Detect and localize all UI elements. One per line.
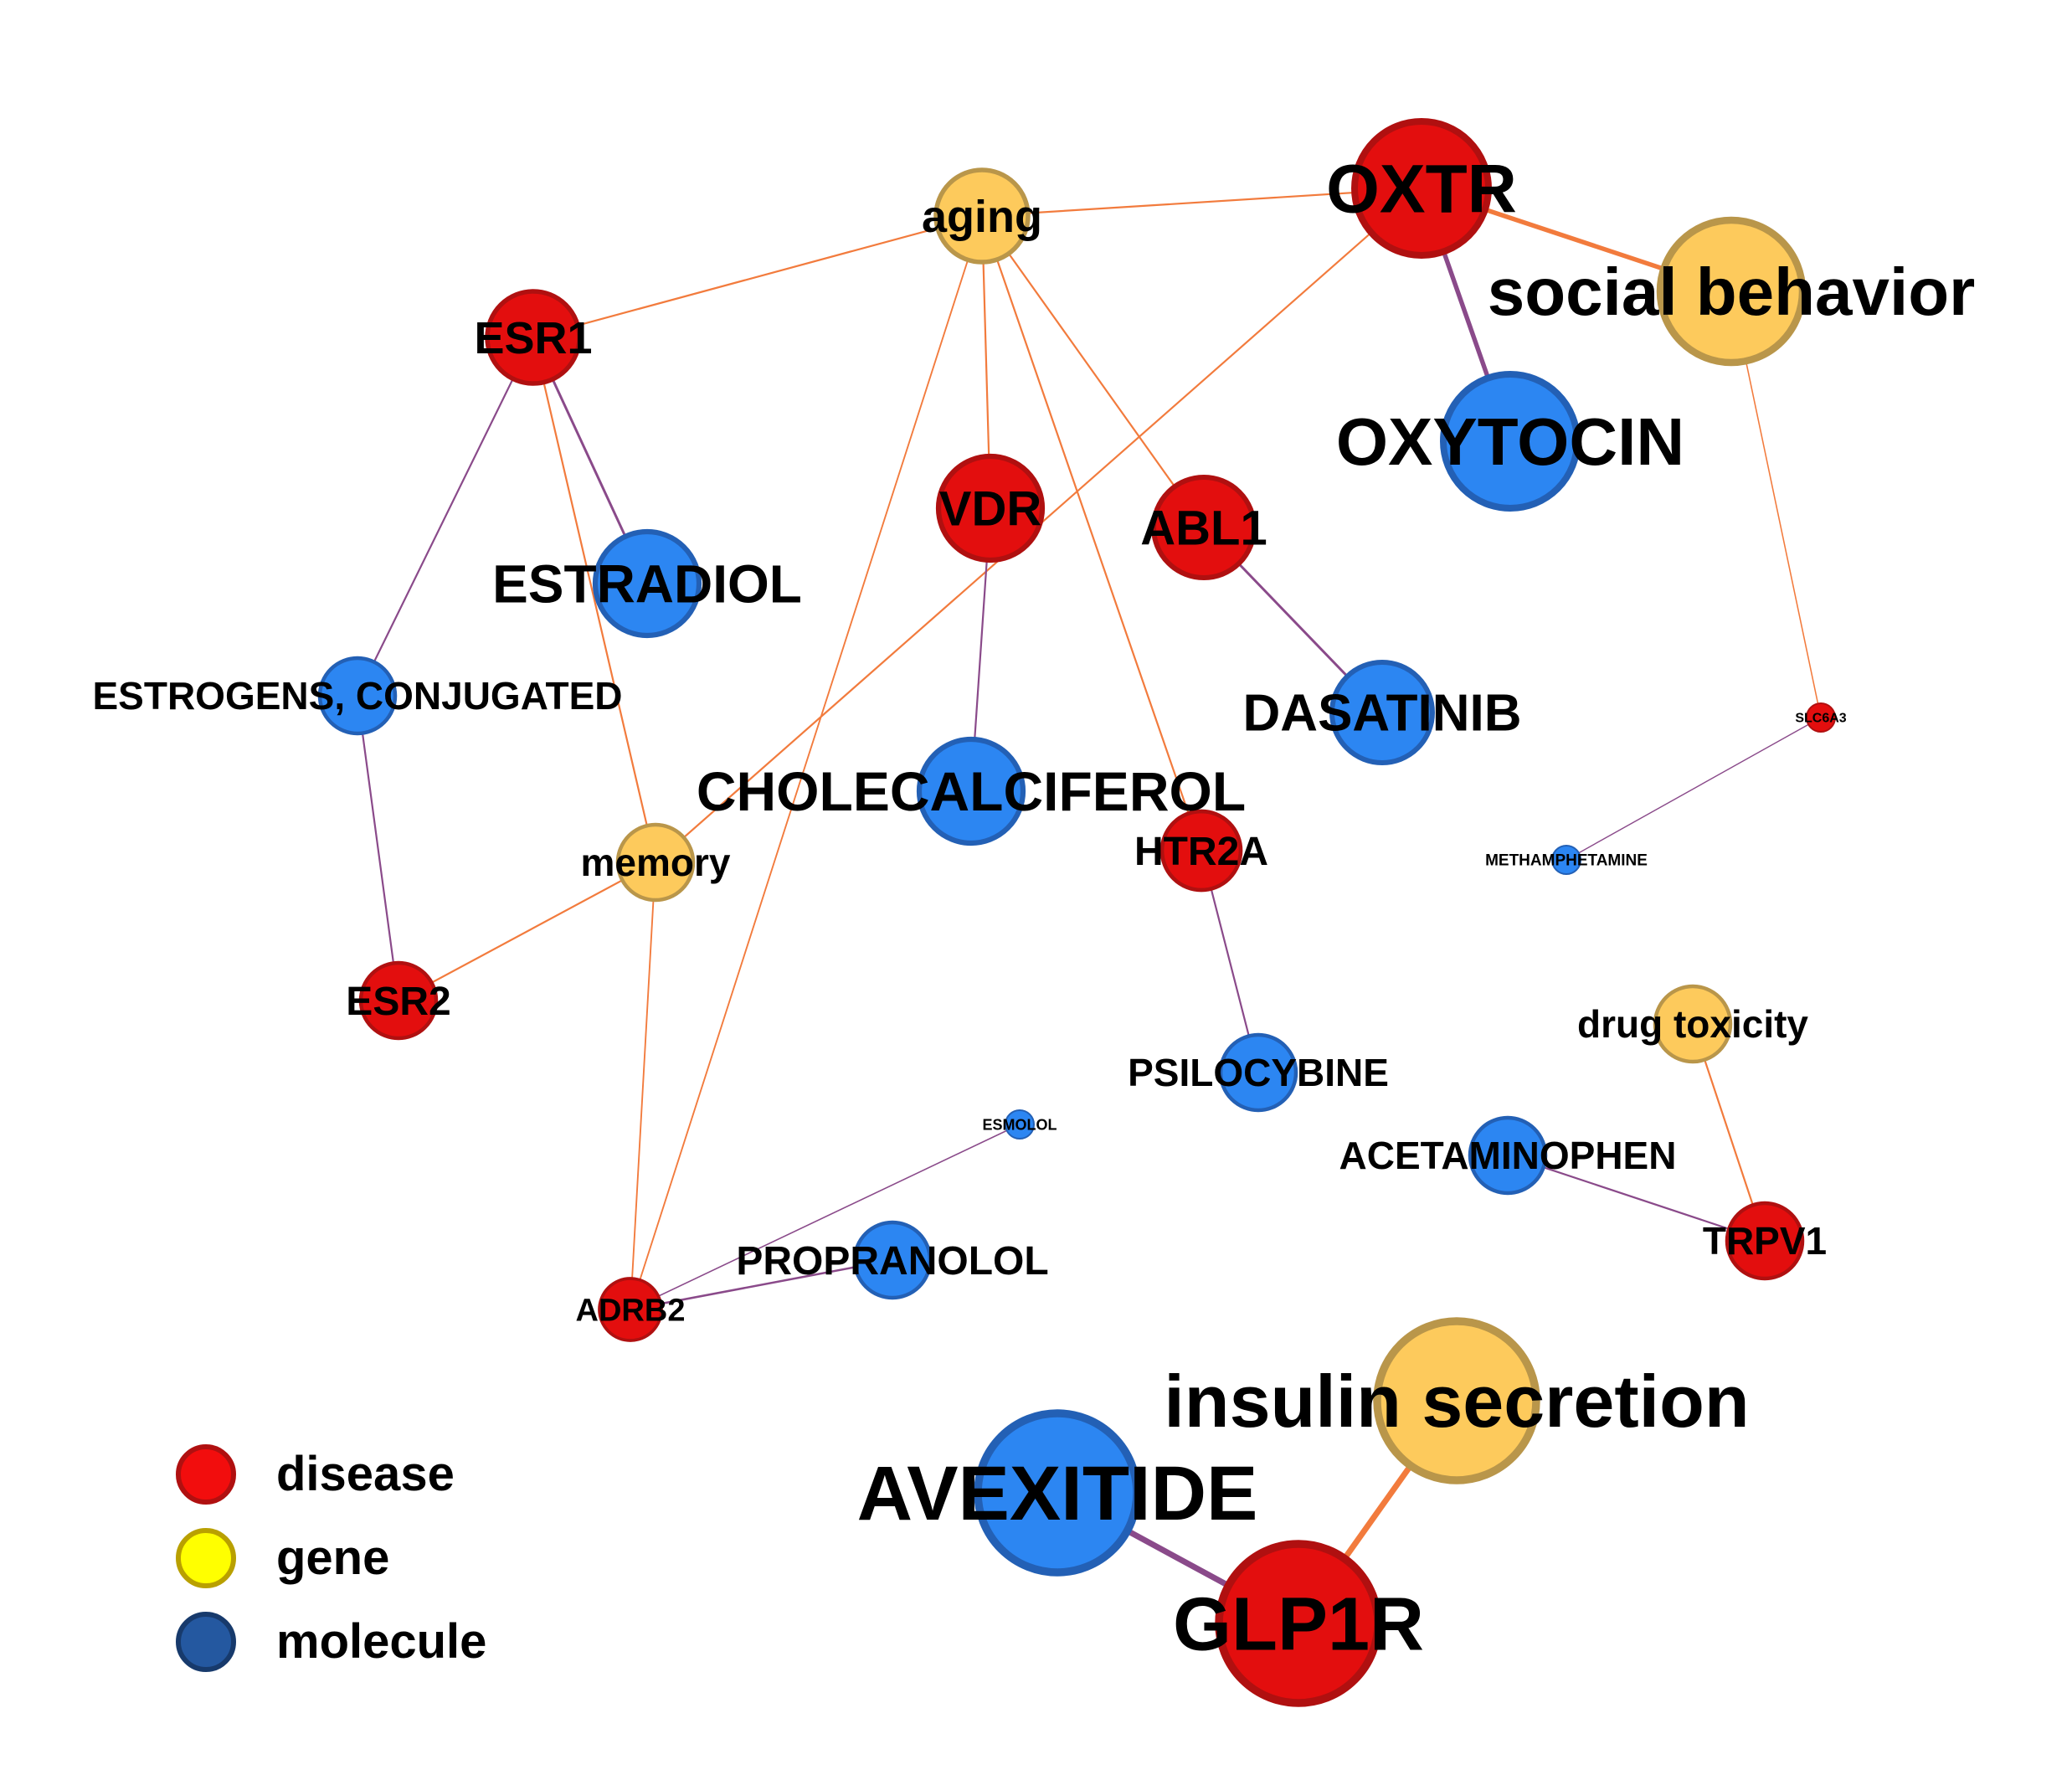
node-label-acetaminophen: ACETAMINOPHEN bbox=[1339, 1134, 1677, 1177]
legend-label: molecule bbox=[276, 1614, 487, 1669]
node-cholecalciferol[interactable] bbox=[916, 736, 1026, 846]
node-label-slc6a3: SLC6A3 bbox=[1795, 712, 1846, 726]
disease-swatch-icon bbox=[176, 1444, 236, 1505]
node-label-adrb2: ADRB2 bbox=[576, 1293, 686, 1328]
node-drugtox[interactable] bbox=[1653, 984, 1733, 1064]
edge-SLC6A3-METHAMPHETAMINE bbox=[1566, 717, 1822, 861]
edge-ACETAMINOPHEN-TRPV1 bbox=[1506, 1154, 1766, 1242]
node-methamphetamine[interactable] bbox=[1551, 845, 1581, 875]
node-label-propranolol: PROPRANOLOL bbox=[736, 1239, 1048, 1284]
edge-aging-OXTR bbox=[980, 187, 1423, 218]
node-abl1[interactable] bbox=[1151, 475, 1257, 580]
node-memory[interactable] bbox=[615, 822, 696, 903]
node-label-insulin: insulin secretion bbox=[1164, 1360, 1749, 1443]
node-label-psilocybine: PSILOCYBINE bbox=[1128, 1051, 1389, 1094]
node-oxytocin[interactable] bbox=[1440, 371, 1581, 512]
edge-memory-ESR2 bbox=[397, 861, 657, 1002]
gene-swatch-icon bbox=[176, 1528, 236, 1588]
node-htr2a[interactable] bbox=[1159, 809, 1243, 893]
legend-label: gene bbox=[276, 1531, 390, 1585]
node-label-estrogens: ESTROGENS, CONJUGATED bbox=[93, 674, 623, 718]
node-esr1[interactable] bbox=[485, 289, 582, 386]
node-label-trpv1: TRPV1 bbox=[1703, 1219, 1827, 1263]
node-acetaminophen[interactable] bbox=[1468, 1115, 1548, 1196]
nodes-layer bbox=[317, 118, 1836, 1707]
node-propranolol[interactable] bbox=[852, 1220, 933, 1300]
node-label-dasatinib: DASATINIB bbox=[1243, 685, 1522, 743]
node-esmolol[interactable] bbox=[1005, 1109, 1035, 1140]
edges-layer bbox=[356, 186, 1822, 1627]
edge-aging-ADRB2 bbox=[630, 215, 983, 1310]
node-label-drugtox: drug toxicity bbox=[1577, 1002, 1808, 1046]
molecule-swatch-icon bbox=[176, 1612, 236, 1672]
node-label-htr2a: HTR2A bbox=[1134, 830, 1268, 874]
node-label-glp1r: GLP1R bbox=[1173, 1583, 1424, 1667]
node-adrb2[interactable] bbox=[598, 1277, 663, 1342]
node-insulin[interactable] bbox=[1373, 1317, 1540, 1484]
node-label-vdr: VDR bbox=[939, 481, 1041, 536]
node-label-estradiol: ESTRADIOL bbox=[492, 553, 802, 614]
node-glp1r[interactable] bbox=[1215, 1540, 1382, 1707]
edge-memory-ADRB2 bbox=[630, 862, 656, 1310]
node-label-memory: memory bbox=[581, 841, 731, 884]
edge-ADRB2-ESMOLOL bbox=[630, 1124, 1021, 1310]
node-esr2[interactable] bbox=[358, 960, 439, 1041]
node-psilocybine[interactable] bbox=[1218, 1032, 1298, 1113]
legend-label: disease bbox=[276, 1447, 455, 1501]
node-label-aging: aging bbox=[922, 192, 1042, 242]
node-slc6a3[interactable] bbox=[1806, 702, 1836, 733]
node-dasatinib[interactable] bbox=[1329, 660, 1435, 765]
node-label-esr1: ESR1 bbox=[474, 313, 592, 363]
edge-ESR1-ESTROGENS bbox=[356, 336, 535, 697]
node-label-oxtr: OXTR bbox=[1326, 152, 1517, 228]
edge-aging-ABL1 bbox=[980, 214, 1206, 529]
node-aging[interactable] bbox=[933, 167, 1031, 265]
node-estradiol[interactable] bbox=[592, 528, 702, 639]
node-label-oxytocin: OXYTOCIN bbox=[1336, 404, 1684, 479]
node-trpv1[interactable] bbox=[1725, 1201, 1805, 1281]
node-avexitide[interactable] bbox=[974, 1409, 1141, 1577]
node-label-avexitide: AVEXITIDE bbox=[857, 1451, 1258, 1536]
node-estrogens[interactable] bbox=[317, 656, 398, 736]
node-label-abl1: ABL1 bbox=[1140, 501, 1267, 555]
node-oxtr[interactable] bbox=[1351, 118, 1492, 259]
edge-aging-ESR1 bbox=[532, 214, 984, 339]
edge-aging-HTR2A bbox=[980, 214, 1203, 852]
edge-ESTROGENS-ESR2 bbox=[356, 694, 400, 1002]
node-social[interactable] bbox=[1656, 216, 1807, 367]
edge-ESR1-memory bbox=[532, 336, 657, 864]
edge-ADRB2-PROPRANOLOL bbox=[629, 1258, 894, 1311]
node-label-social: social behavior bbox=[1488, 255, 1975, 329]
node-label-esmolol: ESMOLOL bbox=[983, 1116, 1057, 1133]
node-label-esr2: ESR2 bbox=[346, 980, 450, 1024]
node-label-methamphetamine: METHAMPHETAMINE bbox=[1485, 852, 1648, 870]
node-vdr[interactable] bbox=[935, 453, 1046, 563]
node-label-cholecalciferol: CHOLECALCIFEROL bbox=[697, 760, 1246, 822]
